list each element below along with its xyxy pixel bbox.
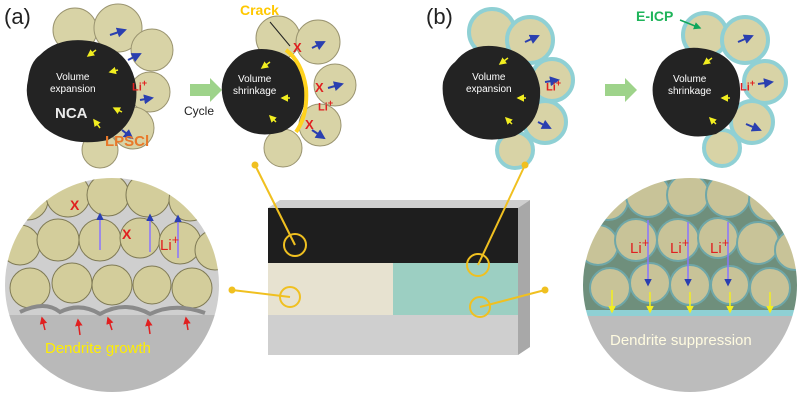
li-label-a2: Li+ <box>318 98 334 114</box>
zoom-b <box>582 177 798 393</box>
yellow-arrow-a1-3 <box>93 118 101 129</box>
nca-core-a2 <box>221 49 306 135</box>
li-label-a1: Li+ <box>132 78 148 94</box>
red-arrow-zoom-a-2 <box>106 316 114 331</box>
zoom-a-x-2: X <box>122 226 132 242</box>
blue-arrow-b2-2 <box>745 122 762 132</box>
red-arrow-zoom-a-0 <box>39 316 48 331</box>
blue-arrow-b1-0 <box>524 34 540 44</box>
blue-arrow-b1-1 <box>544 76 560 87</box>
blue-arrow-b2-0 <box>737 34 754 44</box>
ion-arrows <box>39 19 774 336</box>
nca-core-b1 <box>442 45 541 140</box>
crack-pointer <box>269 21 291 47</box>
dendrite-network <box>19 304 206 317</box>
blue-arrow-a1-2 <box>139 94 154 105</box>
panel-label-b: (b) <box>426 4 453 29</box>
yellow-arrow-a1-0 <box>86 49 97 57</box>
cycle-label: Cycle <box>184 104 215 118</box>
blue-arrow-a2-2 <box>311 129 326 140</box>
e-icp-pointer <box>679 19 702 30</box>
yellow-arrow-a2-0 <box>260 61 271 69</box>
cycle-arrow-b <box>605 78 637 102</box>
red-arrow-zoom-a-1 <box>75 318 83 336</box>
blue-arrow-a1-1 <box>127 53 142 63</box>
zoom-b-li-label-1: Li+ <box>630 236 649 257</box>
blue-arrow-a2-0 <box>311 41 326 51</box>
lpscl-label: LPSCl <box>105 133 150 150</box>
yellow-arrow-b1-0 <box>498 57 509 65</box>
red-arrow-zoom-a-3 <box>145 318 153 335</box>
crack-x-2: X <box>315 80 324 95</box>
yellow-arrow-b2-0 <box>702 57 713 65</box>
yellow-arrow-a2-2 <box>268 114 277 123</box>
e-icp-label: E-ICP <box>636 8 674 24</box>
crack-x-3: X <box>305 117 314 132</box>
blue-arrow-b2-1 <box>757 78 774 89</box>
crack-x-1: X <box>293 40 302 55</box>
yellow-arrow-b1-2 <box>504 116 513 125</box>
crack-label: Crack <box>240 2 279 18</box>
dendrite-suppression-caption: Dendrite suppression <box>610 332 752 349</box>
blue-arrow-a1-0 <box>109 27 127 38</box>
nca-core-a1 <box>26 40 137 143</box>
zoom-b-li-label-3: Li+ <box>710 236 729 257</box>
callout-lines <box>231 164 546 318</box>
yellow-arrow-a1-1 <box>108 66 119 75</box>
li-label-b2: Li+ <box>740 78 756 94</box>
blue-arrow-b1-2 <box>537 119 552 129</box>
nca-label: NCA <box>55 105 88 122</box>
cycle-arrow <box>190 78 222 102</box>
particle-a1 <box>26 3 174 169</box>
yellow-arrow-a1-2 <box>112 107 123 115</box>
nca-core-b2 <box>652 47 741 137</box>
zoom-a <box>4 177 220 393</box>
panel-label-a: (a) <box>4 4 31 29</box>
zoom-b-li-label-2: Li+ <box>670 236 689 257</box>
blue-arrow-a1-3 <box>121 129 134 140</box>
zoom-a-li-label: Li+ <box>160 233 179 254</box>
cell-cross-section <box>268 200 530 355</box>
blue-arrow-a2-1 <box>327 81 344 92</box>
crack-line <box>284 48 309 134</box>
dendrite-growth-caption: Dendrite growth <box>45 340 151 357</box>
zoom-a-x-1: X <box>70 197 80 213</box>
red-arrow-zoom-a-4 <box>183 316 191 331</box>
yellow-arrow-b2-2 <box>708 116 717 125</box>
li-label-b1: Li+ <box>546 78 562 94</box>
particle-b1 <box>442 7 575 170</box>
